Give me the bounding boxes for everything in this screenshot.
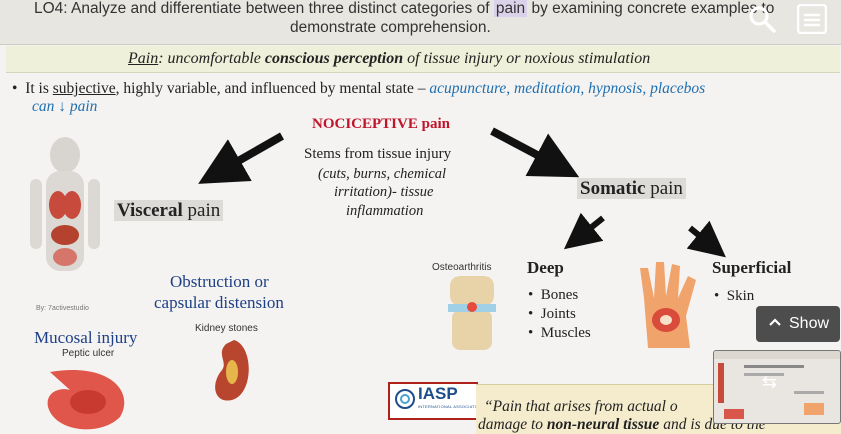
list-item: • Joints [528, 306, 576, 322]
human-anatomy-illustration [30, 137, 100, 271]
somatic-pain-label: Somatic pain [577, 178, 686, 200]
mucosal-injury-label: Mucosal injury [34, 328, 138, 347]
superficial-list: • Skin [714, 288, 754, 305]
stomach-illustration [47, 370, 125, 430]
playlist-icon[interactable] [797, 4, 827, 34]
stem-line: Stems from tissue injury [304, 146, 452, 162]
arrow-to-deep [563, 212, 605, 250]
visceral-pain-label: Visceral pain [114, 200, 224, 222]
quote-line: “Pain that arises from actual o [484, 398, 678, 415]
nociceptive-title: NOCICEPTIVE pain [312, 116, 450, 132]
osteoarthritis-label: Osteoarthritis [432, 262, 492, 273]
pain-definition: Pain: uncomfortable conscious perception… [128, 50, 651, 67]
subjective-bullet: • It is subjective, highly variable, and… [12, 80, 706, 97]
kidney-stones-label: Kidney stones [195, 323, 258, 334]
subjective-bullet-continued: can ↓ pain [32, 98, 98, 115]
list-item: • Skin [714, 288, 755, 304]
deep-title: Deep [527, 258, 564, 277]
expand-arrows-icon: ⇆ [762, 372, 778, 392]
obstruction-label: Obstruction or [170, 272, 269, 291]
definition-bar [6, 46, 840, 73]
list-item: • Muscles [528, 325, 591, 341]
show-button-label: Show [789, 315, 830, 332]
knee-joint-illustration [448, 276, 496, 350]
list-item: • Bones [528, 287, 579, 303]
superficial-title: Superficial [712, 258, 792, 277]
learning-objective-line2: demonstrate comprehension. [290, 19, 491, 36]
thumbnail-preview [714, 351, 840, 419]
burned-hand-illustration [640, 262, 696, 348]
kidney-illustration [215, 340, 249, 401]
stem-line: (cuts, burns, chemical [318, 166, 447, 182]
search-icon[interactable] [747, 4, 777, 34]
arrow-to-visceral [198, 132, 284, 184]
learning-objective-bar [0, 0, 841, 45]
stem-line: irritation)- tissue [334, 184, 434, 200]
arrow-to-somatic [490, 127, 580, 178]
pain-highlight: pain [493, 0, 528, 17]
image-credit: By: 7activestudio [36, 305, 89, 312]
arrow-to-superficial [686, 220, 726, 258]
deep-list: • Bones • Joints • Muscles [528, 286, 591, 343]
iasp-logo-text: IASP [418, 384, 458, 403]
stem-line: inflammation [346, 203, 424, 219]
obstruction-label: capsular distension [154, 293, 284, 312]
chevron-up-icon [769, 318, 781, 326]
peptic-ulcer-label: Peptic ulcer [62, 348, 115, 359]
iasp-logo [388, 382, 478, 420]
learning-objective-line1: LO4: Analyze and differentiate between t… [34, 0, 775, 17]
slide-thumbnail[interactable] [713, 350, 841, 424]
iasp-emblem-icon [395, 389, 415, 409]
